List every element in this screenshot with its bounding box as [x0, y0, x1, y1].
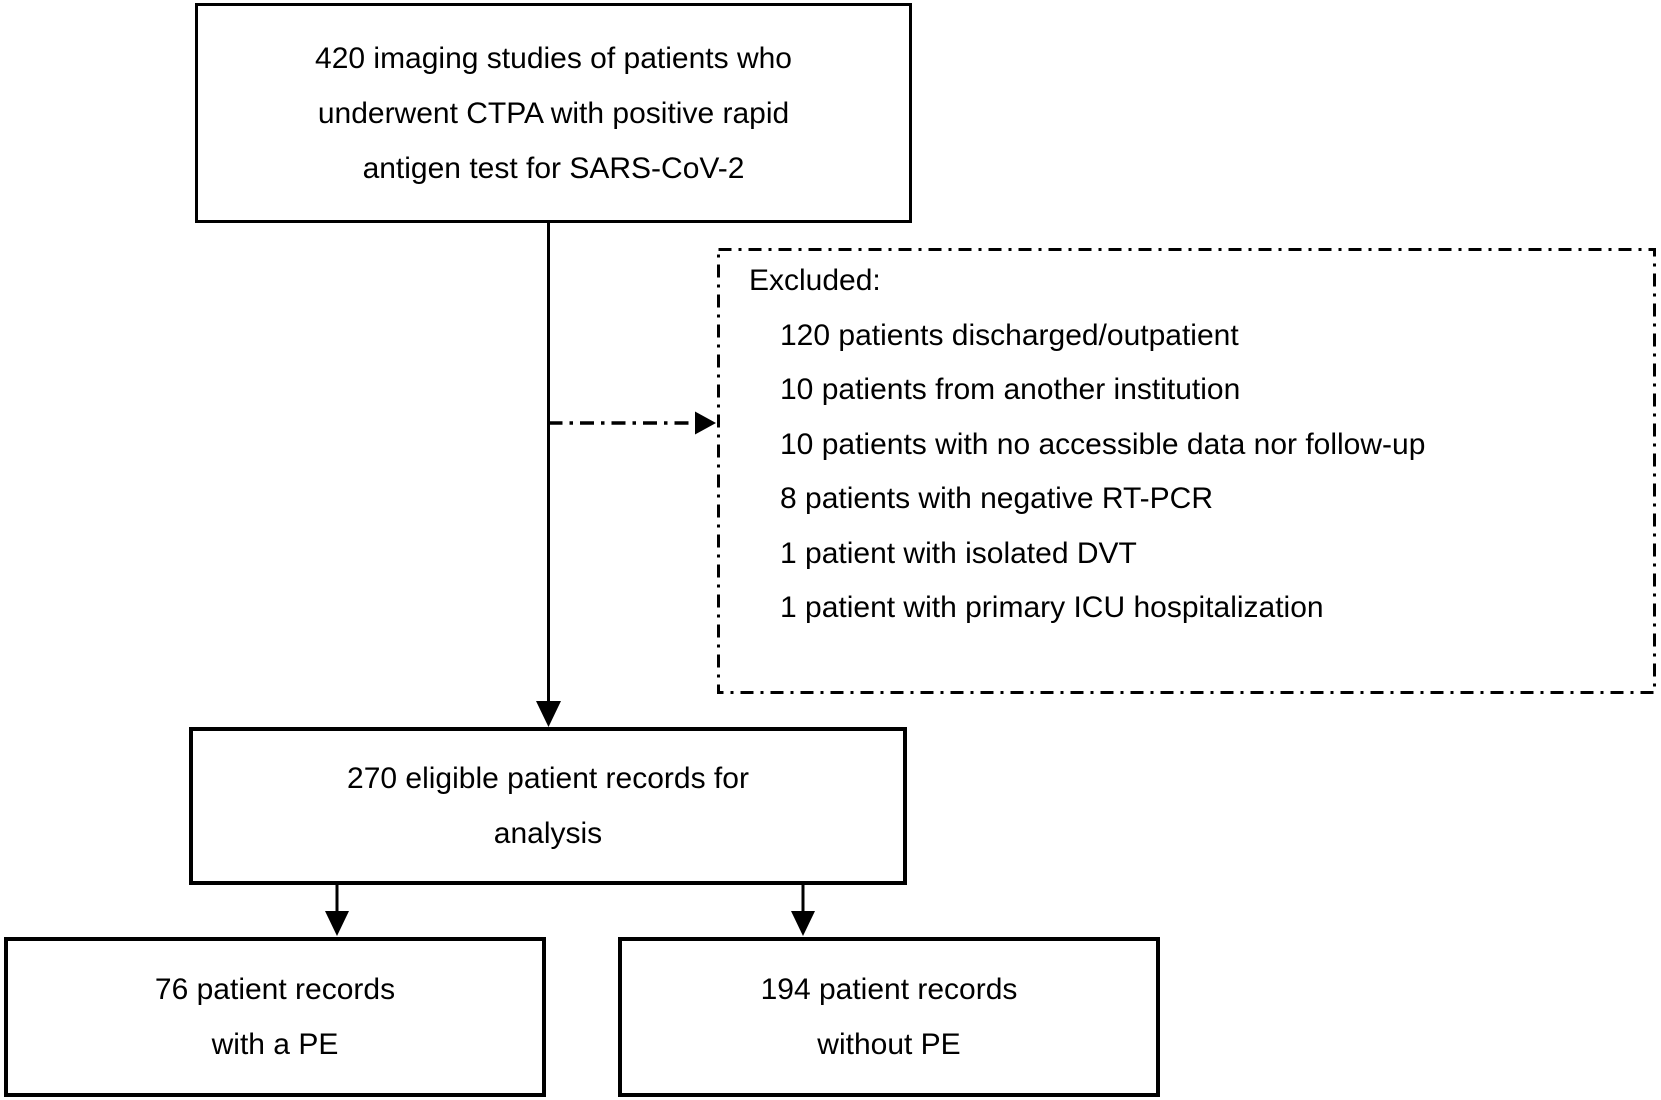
- no-pe-box: 194 patient records without PE: [618, 937, 1160, 1097]
- excluded-item: 1 patient with primary ICU hospitalizati…: [780, 591, 1324, 624]
- excluded-item: 1 patient with isolated DVT: [780, 536, 1137, 570]
- excluded-item: 8 patients with negative RT-PCR: [780, 482, 1213, 515]
- top-box: 420 imaging studies of patients who unde…: [195, 3, 912, 223]
- eligible-box-line: 270 eligible patient records for: [347, 762, 749, 795]
- top-box-line: underwent CTPA with positive rapid: [317, 96, 790, 130]
- main-flow-arrowhead-icon: [536, 701, 561, 727]
- excluded-title: Excluded:: [749, 264, 881, 297]
- excluded-item: 10 patients with no accessible data nor …: [780, 427, 1426, 461]
- eligible-box-line: analysis: [493, 817, 603, 850]
- excluded-flow-arrowhead-icon: [695, 411, 716, 435]
- eligible-box: 270 eligible patient records for analysi…: [189, 727, 907, 885]
- no-pe-box-line: without PE: [817, 1028, 961, 1061]
- pe-box-line: 76 patient records: [154, 973, 396, 1006]
- top-box-line: 420 imaging studies of patients who: [315, 41, 792, 75]
- right-branch-arrowhead-icon: [791, 911, 815, 936]
- pe-box-line: with a PE: [211, 1028, 339, 1061]
- no-pe-box-line: 194 patient records: [760, 973, 1018, 1006]
- left-branch-arrowhead-icon: [325, 911, 349, 936]
- excluded-box: Excluded: 120 patients discharged/outpat…: [749, 254, 1639, 636]
- excluded-item: 120 patients discharged/outpatient: [780, 318, 1239, 352]
- excluded-item: 10 patients from another institution: [780, 373, 1241, 406]
- pe-box: 76 patient records with a PE: [4, 937, 546, 1097]
- top-box-line: antigen test for SARS-CoV-2: [362, 151, 745, 185]
